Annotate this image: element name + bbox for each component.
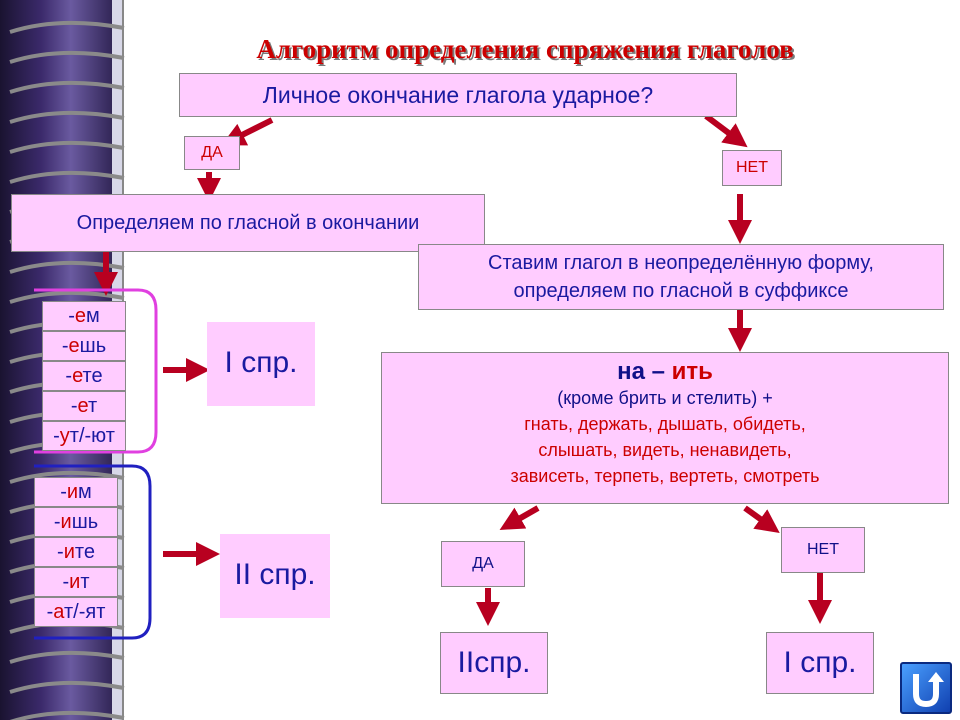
ending-vowel: и [66,481,79,503]
ending-prefix: - [70,395,78,417]
spiral-ring [9,50,125,64]
ending-item: -ут/-ют [42,421,126,451]
ending-prefix: - [61,335,69,357]
ending-prefix: - [68,305,75,327]
ending-item: -им [34,477,118,507]
ending-vowel: е [74,305,87,327]
return-button[interactable] [900,662,952,714]
infinitive-box: Ставим глагол в неопределённую форму, оп… [418,244,944,310]
bottom-yes-label: ДА [472,555,494,572]
ending-item: -ем [42,301,126,331]
infinitive-line1: Ставим глагол в неопределённую форму, [488,252,874,274]
yes-label: ДА [201,144,223,161]
ending-rest: т/-ят [63,601,106,623]
spiral-ring [9,170,125,184]
spiral-ring [9,650,125,664]
it-verbs-box: на – ить (кроме брить и стелить) + гнать… [381,352,949,504]
bottom-no-label: НЕТ [807,541,839,558]
spiral-ring [9,20,125,34]
bottom-no-box: НЕТ [781,527,865,573]
it-suffix: ить [671,358,713,385]
yes-box: ДА [184,136,240,170]
ending-vowel: у [59,425,70,447]
no-label: НЕТ [736,159,768,176]
ending-rest: т [87,395,98,417]
ending-vowel: е [72,365,83,387]
ending-item: -ите [34,537,118,567]
ending-prefix: - [65,365,73,387]
ending-prefix: - [57,541,64,563]
bracket-first-conjugation [34,288,158,454]
it-line3: гнать, держать, дышать, обидеть, [524,414,806,434]
ending-rest: те [82,365,103,387]
u-turn-return-icon [913,672,944,708]
result-yes-label: IIспр. [457,646,531,679]
ending-rest: м [78,481,92,503]
ending-prefix: - [62,571,70,593]
ending-prefix: - [53,425,60,447]
it-line2: (кроме брить и стелить) + [557,388,773,408]
conj2-box: II спр. [220,534,330,618]
ending-vowel: и [69,571,81,593]
ending-item: -ишь [34,507,118,537]
ending-item: -ит [34,567,118,597]
spiral-ring [9,80,125,94]
arrow-it-to-yes [499,505,540,530]
it-line1: на – ить [382,359,948,385]
ending-vowel: е [68,335,80,357]
spiral-ring [9,140,125,154]
it-line4: слышать, видеть, ненавидеть, [538,440,792,460]
spiral-ring [9,710,125,720]
ending-item: -ет [42,391,126,421]
ending-vowel: и [60,511,72,533]
ending-vowel: е [77,395,88,417]
result-no-box: I спр. [766,632,874,694]
spiral-ring [9,110,125,124]
result-no-label: I спр. [783,646,857,679]
question-box: Личное окончание глагола ударное? [179,73,737,117]
by-vowel-box: Определяем по гласной в окончании [11,194,485,252]
it-prefix: на – [617,358,672,385]
page-title: Алгоритм определения спряжения глаголов [256,34,794,64]
infinitive-line2: определяем по гласной в суффиксе [513,280,849,302]
ending-prefix: - [53,511,61,533]
bottom-yes-box: ДА [441,541,525,587]
arrow-it-to-no [743,505,780,534]
spiral-ring [9,260,125,274]
ending-prefix: - [60,481,67,503]
ending-rest: шь [71,511,99,533]
ending-rest: те [74,541,95,563]
ending-vowel: а [53,601,64,623]
spiral-ring [9,680,125,694]
ending-rest: м [86,305,100,327]
bracket-second-conjugation [34,464,152,640]
spiral-ring [9,470,125,484]
it-line5: зависеть, терпеть, вертеть, смотреть [510,466,820,486]
no-box: НЕТ [722,150,782,186]
ending-rest: т/-ют [69,425,115,447]
question-text: Личное окончание глагола ударное? [262,82,654,108]
ending-rest: шь [79,335,107,357]
conj1-label: I спр. [224,346,298,379]
by-vowel-text: Определяем по гласной в окончании [76,212,420,234]
ending-item: -ешь [42,331,126,361]
ending-rest: т [80,571,90,593]
conj1-box: I спр. [207,322,315,406]
ending-prefix: - [46,601,54,623]
ending-vowel: и [63,541,75,563]
ending-item: -ете [42,361,126,391]
arrow-question-to-no [704,113,748,148]
result-yes-box: IIспр. [440,632,548,694]
conj2-label: II спр. [234,558,316,591]
ending-item: -ат/-ят [34,597,118,627]
